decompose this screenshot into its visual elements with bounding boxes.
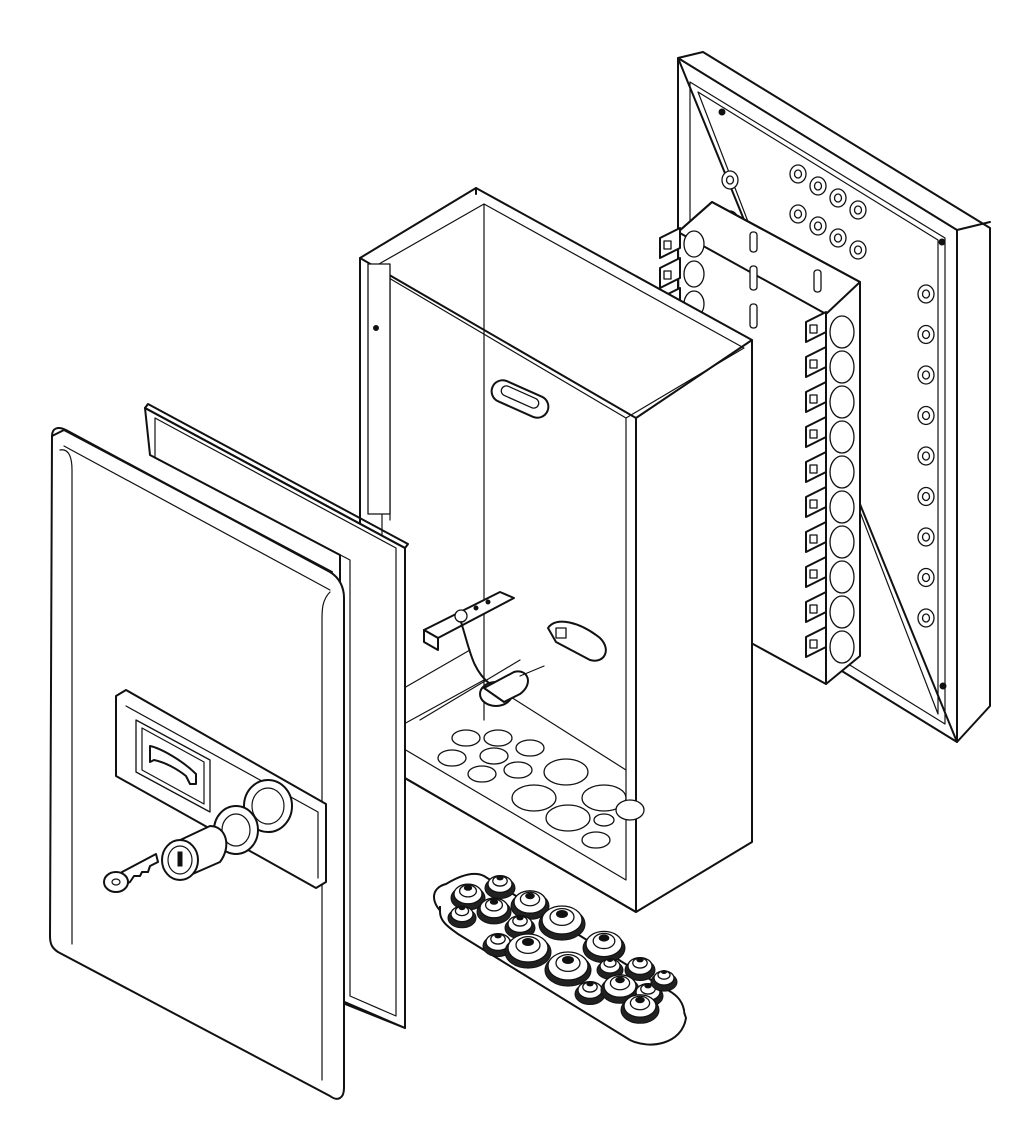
mounting-hole	[809, 176, 827, 196]
grommet	[482, 932, 514, 957]
lock-cylinder	[161, 825, 228, 881]
grommet	[510, 890, 550, 920]
screw-hole	[938, 238, 946, 246]
cable-slot-bar	[490, 379, 550, 419]
terminal-tab	[805, 521, 855, 559]
knockout-holes	[437, 729, 645, 849]
terminal-tab	[805, 416, 855, 454]
grommet	[450, 883, 486, 911]
cable-grommet-insert	[433, 872, 687, 1046]
terminal-tab	[805, 451, 855, 489]
terminal-tab	[805, 626, 855, 664]
grommet	[600, 974, 640, 1004]
terminal-tab	[805, 556, 855, 594]
terminal-tab	[805, 381, 855, 419]
terminal-tab	[805, 486, 855, 524]
grommet	[624, 956, 656, 981]
terminal-tab	[805, 346, 855, 384]
key-icon	[103, 853, 159, 893]
grommet	[504, 933, 552, 969]
front-cover	[49, 427, 345, 1100]
grommet	[538, 905, 586, 941]
bracket-terminal-tabs	[805, 311, 855, 664]
grommet	[582, 930, 626, 964]
mounting-hole	[917, 446, 935, 466]
mounting-hole	[829, 228, 847, 248]
mounting-hole	[917, 324, 935, 345]
grommet	[476, 897, 512, 925]
mounting-hole	[849, 200, 867, 220]
handset-icon	[149, 745, 197, 785]
grommet	[484, 874, 516, 899]
grommet	[650, 970, 678, 992]
mounting-hole	[789, 164, 807, 184]
mounting-hole	[809, 216, 827, 236]
bracket-left-tab	[659, 257, 705, 289]
mounting-hole	[917, 608, 935, 628]
mounting-hole	[917, 527, 935, 547]
mounting-hole	[849, 240, 867, 260]
telephone-icon-panel	[135, 719, 211, 813]
mounting-hole	[917, 405, 935, 426]
screw-hole	[718, 108, 726, 116]
grommets	[447, 874, 678, 1024]
earthing-bar	[423, 591, 545, 707]
mounting-hole	[829, 188, 847, 208]
terminal-tab	[805, 311, 855, 349]
mounting-hole	[917, 365, 935, 385]
bracket-left-tab	[659, 227, 705, 259]
bracket-slots	[749, 231, 822, 329]
lock-panel	[115, 689, 327, 889]
mounting-hole	[721, 170, 739, 190]
grommet	[574, 980, 606, 1005]
mounting-hole	[917, 284, 935, 304]
housing-box	[359, 187, 753, 913]
mounting-hole	[789, 204, 807, 224]
latch-cam	[547, 620, 607, 662]
grommet	[620, 994, 660, 1024]
grommet	[544, 951, 592, 987]
mounting-hole	[917, 486, 935, 507]
terminal-tab	[805, 591, 855, 629]
screw-hole	[939, 682, 947, 690]
mounting-hole	[917, 567, 935, 588]
grommet	[504, 914, 536, 939]
grommet	[447, 905, 477, 929]
